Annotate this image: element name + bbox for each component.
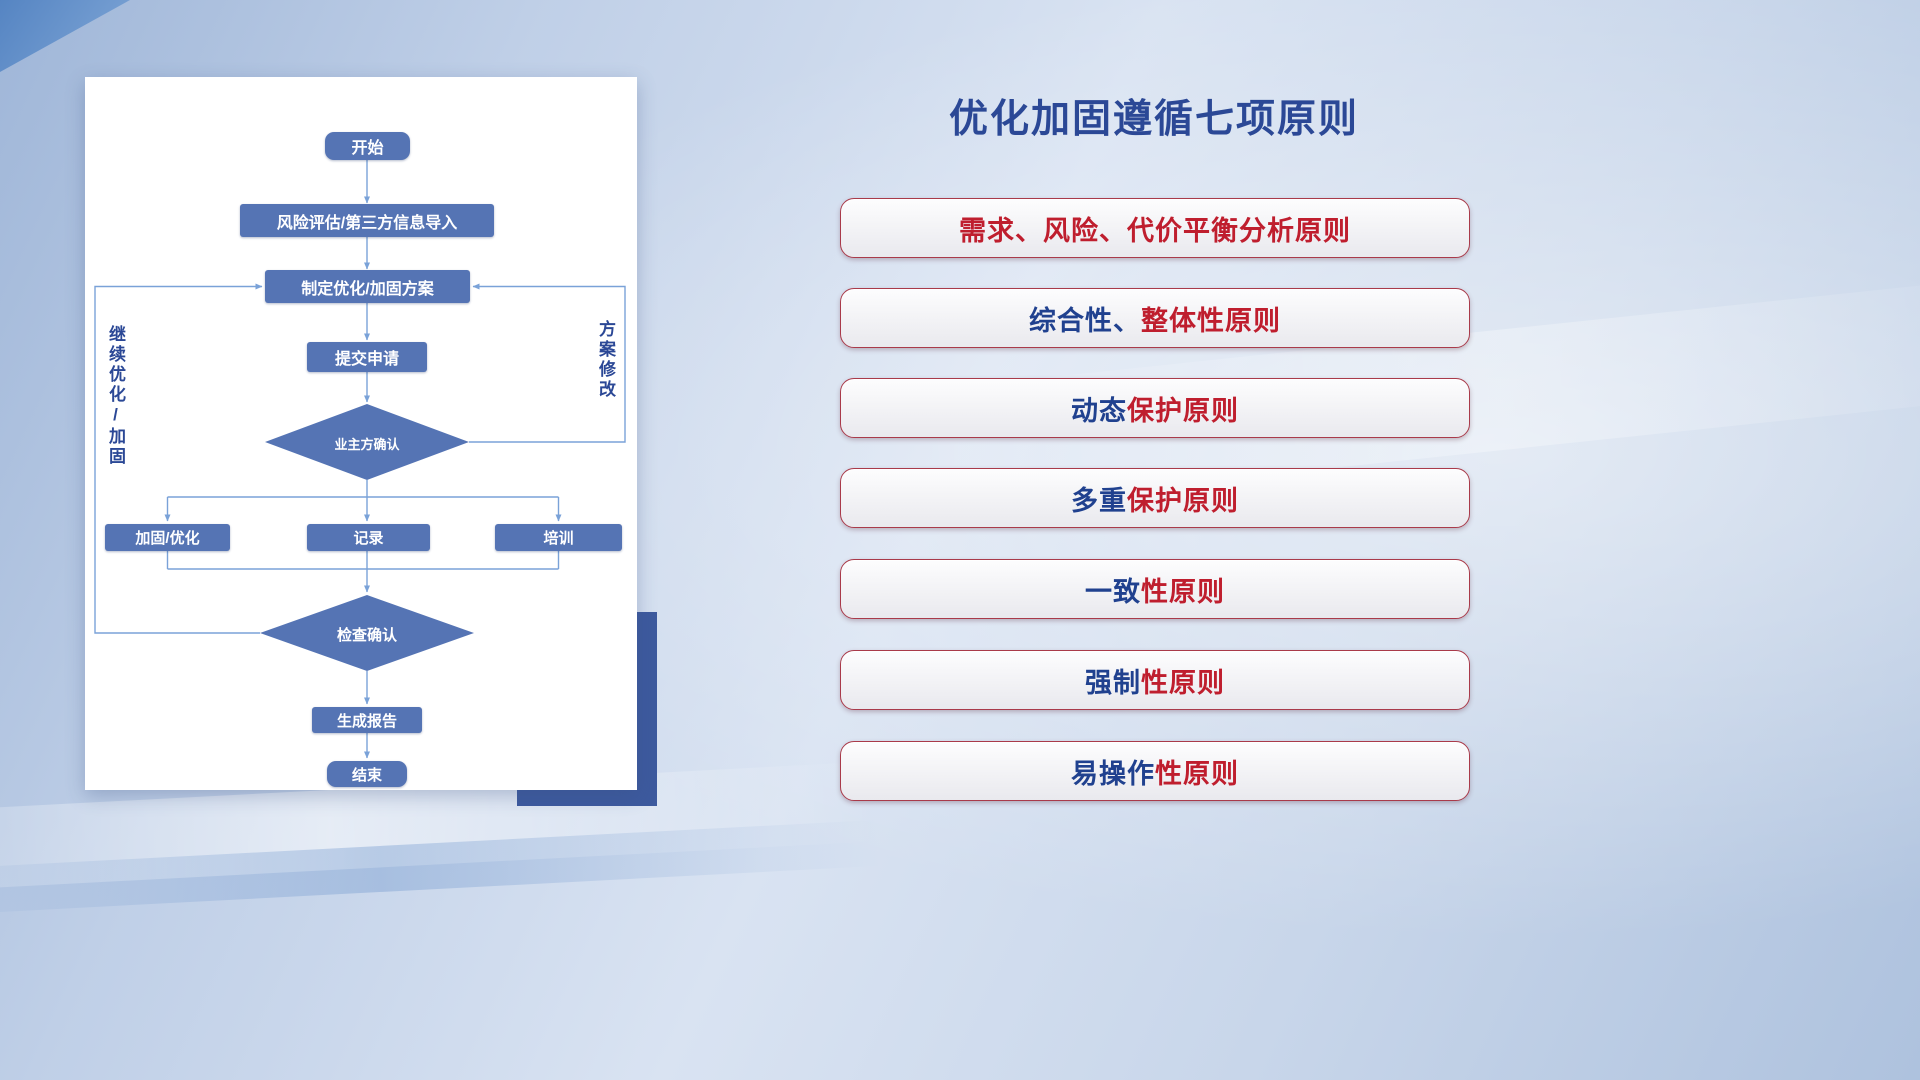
background-streak bbox=[0, 819, 881, 919]
node-record: 记录 bbox=[307, 524, 430, 551]
flowchart-card: 开始 风险评估/第三方信息导入 制定优化/加固方案 提交申请 业主方确认 加固/… bbox=[85, 77, 637, 790]
check-confirm-diamond bbox=[260, 595, 474, 671]
node-make-plan: 制定优化/加固方案 bbox=[265, 270, 470, 303]
page-title: 优化加固遵循七项原则 bbox=[948, 98, 1359, 141]
owner-confirm-diamond bbox=[265, 404, 469, 480]
principle-text-red: 性原则 bbox=[1141, 667, 1225, 698]
principle-text-blue: 强制 bbox=[1085, 667, 1141, 698]
principle-text-red: 保护原则 bbox=[1127, 395, 1239, 426]
node-check-confirm-label: 检查确认 bbox=[336, 627, 397, 644]
corner-decoration bbox=[0, 0, 130, 72]
node-risk-import: 风险评估/第三方信息导入 bbox=[240, 204, 494, 237]
flow-connectors bbox=[94, 160, 626, 759]
principle-text-blue: 综合性、 bbox=[1029, 305, 1141, 336]
principle-box-2: 综合性、整体性原则 bbox=[840, 288, 1470, 348]
principle-text-blue: 动态 bbox=[1071, 395, 1127, 426]
principle-text-blue: 一致 bbox=[1085, 576, 1141, 607]
principle-text-red: 保护原则 bbox=[1127, 485, 1239, 516]
principle-box-7: 易操作性原则 bbox=[840, 741, 1470, 801]
principle-box-1: 需求、风险、代价平衡分析原则 bbox=[840, 198, 1470, 258]
node-report: 生成报告 bbox=[312, 707, 422, 733]
principle-text-red: 需求、风险、代价平衡分析原则 bbox=[959, 215, 1351, 246]
principle-box-3: 动态保护原则 bbox=[840, 378, 1470, 438]
node-training: 培训 bbox=[495, 524, 622, 551]
principle-text-red: 整体性原则 bbox=[1141, 305, 1281, 336]
right-loop-label: 方案修改 bbox=[596, 320, 615, 400]
node-end: 结束 bbox=[327, 761, 407, 787]
principle-text-blue: 易操作 bbox=[1071, 758, 1155, 789]
principle-text-blue: 多重 bbox=[1071, 485, 1127, 516]
left-loop-label: 继续优化/加固 bbox=[106, 325, 125, 467]
principle-box-6: 强制性原则 bbox=[840, 650, 1470, 710]
node-harden-optimize: 加固/优化 bbox=[105, 524, 230, 551]
node-submit: 提交申请 bbox=[307, 342, 427, 372]
principle-box-4: 多重保护原则 bbox=[840, 468, 1470, 528]
node-owner-confirm-label: 业主方确认 bbox=[334, 437, 400, 452]
node-start: 开始 bbox=[325, 132, 410, 160]
principle-text-red: 性原则 bbox=[1155, 758, 1239, 789]
principle-text-red: 性原则 bbox=[1141, 576, 1225, 607]
principle-box-5: 一致性原则 bbox=[840, 559, 1470, 619]
